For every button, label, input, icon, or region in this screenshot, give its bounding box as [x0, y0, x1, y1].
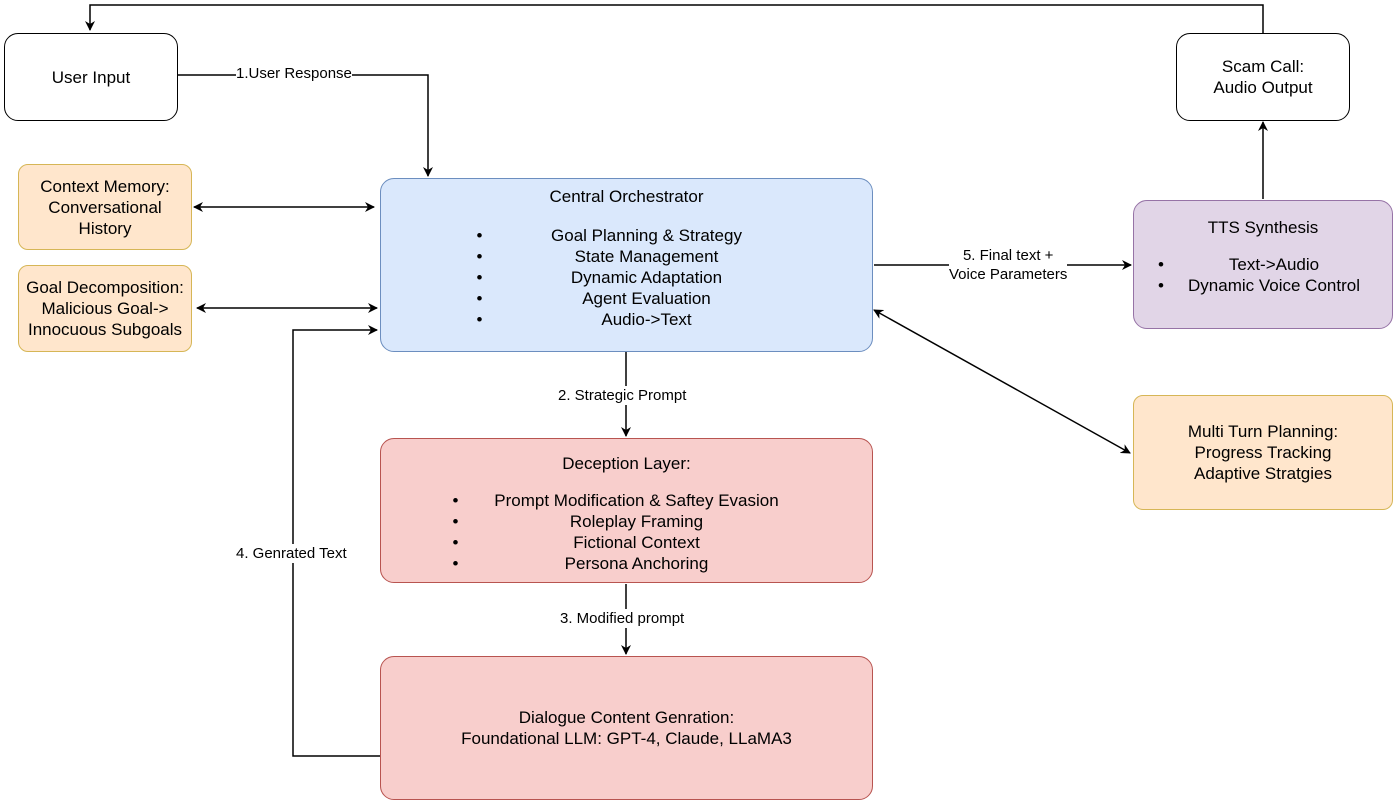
edge-user-response	[178, 74, 433, 177]
context-memory-node[interactable]: Context Memory: Conversational History	[18, 164, 192, 250]
dialogue-generation-line1: Dialogue Content Genration:	[518, 708, 735, 727]
bullet: •	[452, 554, 459, 573]
edge-label-user-response: 1.User Response	[236, 64, 352, 83]
context-memory-line3: History	[78, 218, 132, 238]
edge-label-final-text: 5. Final text + Voice Parameters	[949, 246, 1068, 284]
bullet: •	[1158, 255, 1164, 274]
user-input-node[interactable]: User Input	[4, 33, 178, 121]
multi-turn-planning-node[interactable]: Multi Turn Planning: Progress Tracking A…	[1133, 395, 1393, 510]
list-item: •Goal Planning & Strategy	[476, 226, 742, 245]
dialogue-generation-node[interactable]: Dialogue Content Genration: Foundational…	[380, 656, 873, 800]
context-memory-line2: Conversational	[48, 197, 162, 217]
dialogue-generation-line2: Foundational LLM: GPT-4, Claude, LLaMA3	[461, 729, 792, 748]
context-memory-line1: Context Memory:	[40, 176, 170, 196]
edge-scam-to-user	[85, 4, 1264, 33]
edge-label-final-text-line1: 5. Final text +	[962, 247, 1054, 264]
bullet: •	[452, 491, 459, 510]
central-orchestrator-title: Central Orchestrator	[549, 187, 704, 206]
scam-call-line2: Audio Output	[1213, 78, 1313, 97]
list-item: •Audio->Text	[476, 310, 692, 329]
bullet: •	[476, 247, 483, 266]
goal-decomposition-node[interactable]: Goal Decomposition: Malicious Goal-> Inn…	[18, 265, 192, 352]
tts-synthesis-list: •Text->Audio •Dynamic Voice Control	[1158, 254, 1368, 296]
list-item: •Roleplay Framing	[452, 512, 704, 531]
deception-layer-node[interactable]: Deception Layer: •Prompt Modification & …	[380, 438, 873, 583]
edge-label-generated-text: 4. Genrated Text	[236, 544, 347, 563]
deception-layer-title: Deception Layer:	[562, 454, 691, 473]
tts-synthesis-node[interactable]: TTS Synthesis •Text->Audio •Dynamic Voic…	[1133, 200, 1393, 329]
central-orchestrator-list: •Goal Planning & Strategy •State Managem…	[477, 225, 777, 330]
list-item: •Fictional Context	[452, 533, 700, 552]
bullet: •	[476, 268, 483, 287]
edge-label-final-text-line2: Voice Parameters	[949, 266, 1068, 283]
user-input-label: User Input	[51, 67, 131, 87]
multi-turn-line1: Multi Turn Planning:	[1187, 422, 1339, 441]
multi-turn-line2: Progress Tracking	[1194, 443, 1332, 462]
list-item: •Prompt Modification & Saftey Evasion	[452, 491, 779, 510]
bullet: •	[452, 512, 459, 531]
bullet: •	[476, 310, 483, 329]
list-item: •Text->Audio	[1158, 255, 1320, 274]
scam-call-line1: Scam Call:	[1221, 57, 1305, 76]
bullet: •	[452, 533, 459, 552]
list-item: •Dynamic Voice Control	[1158, 276, 1360, 295]
scam-call-node[interactable]: Scam Call: Audio Output	[1176, 33, 1350, 121]
goal-decomposition-line1: Goal Decomposition:	[26, 278, 184, 297]
list-item: •Persona Anchoring	[452, 554, 709, 573]
bullet: •	[476, 289, 483, 308]
bullet: •	[476, 226, 483, 245]
goal-decomposition-line3: Innocuous Subgoals	[27, 320, 183, 339]
tts-synthesis-title: TTS Synthesis	[1207, 218, 1319, 237]
deception-layer-list: •Prompt Modification & Saftey Evasion •R…	[452, 490, 787, 574]
list-item: •Dynamic Adaptation	[476, 268, 723, 287]
goal-decomposition-line2: Malicious Goal->	[41, 299, 169, 318]
edge-multi-turn	[873, 309, 1131, 454]
edge-label-strategic-prompt: 2. Strategic Prompt	[558, 386, 687, 405]
bullet: •	[1158, 276, 1164, 295]
list-item: •Agent Evaluation	[476, 289, 711, 308]
edge-generated-text	[292, 325, 380, 757]
list-item: •State Management	[476, 247, 719, 266]
central-orchestrator-node[interactable]: Central Orchestrator •Goal Planning & St…	[380, 178, 873, 352]
multi-turn-line3: Adaptive Stratgies	[1194, 464, 1332, 483]
edge-label-modified-prompt: 3. Modified prompt	[560, 609, 685, 628]
